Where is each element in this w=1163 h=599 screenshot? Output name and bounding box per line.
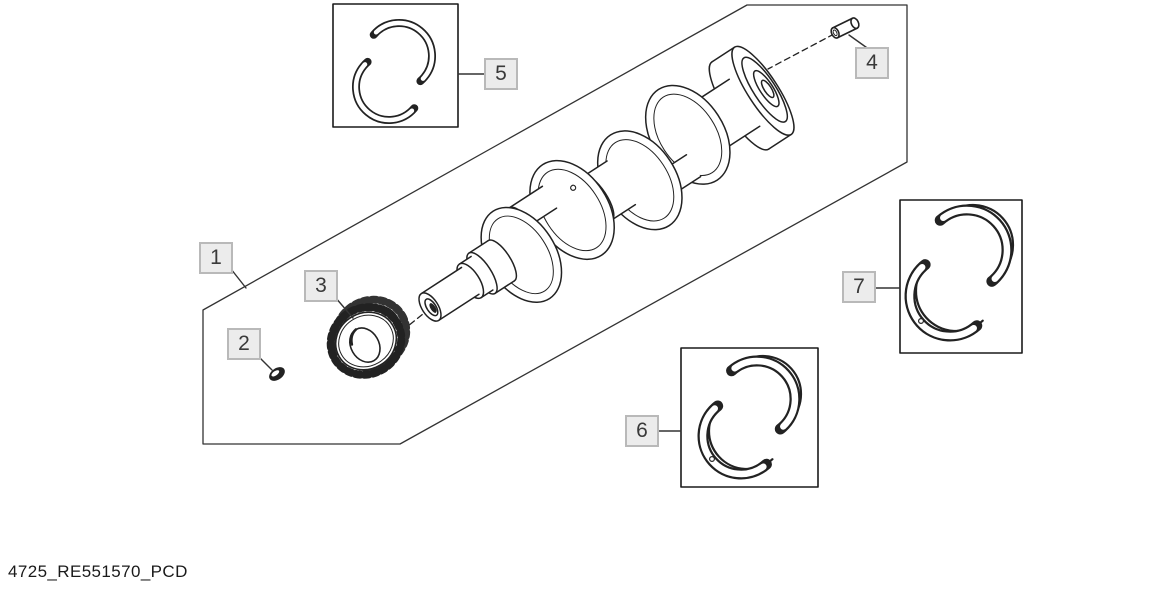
bearing-lower-shell: [904, 249, 998, 342]
callout-4[interactable]: 4: [855, 47, 889, 79]
thrust-washer-pair-drawing: [332, 3, 459, 128]
callout-3[interactable]: 3: [304, 270, 338, 302]
woodruff-key-drawing: [269, 367, 285, 381]
callout-2[interactable]: 2: [227, 328, 261, 360]
bearing-upper-shell: [921, 203, 1015, 296]
callout-6[interactable]: 6: [625, 415, 659, 447]
callout-1[interactable]: 1: [199, 242, 233, 274]
crankshaft-drawing: [418, 45, 795, 322]
callout-7[interactable]: 7: [842, 271, 876, 303]
callout-5[interactable]: 5: [484, 58, 518, 90]
crankshaft-counterweight: [529, 159, 615, 261]
main-bearing-halves-drawing-7: [899, 199, 1023, 354]
thrust-washer-lower: [352, 50, 426, 124]
bearing-lower-shell: [697, 391, 787, 480]
dowel-pin-drawing: [830, 17, 860, 39]
assembly-outline: [202, 4, 908, 445]
crankshaft-nose: [418, 266, 480, 322]
timing-gear-drawing: [326, 295, 411, 379]
thrust-washer-upper: [361, 19, 436, 93]
main-bearing-halves-drawing-6: [680, 347, 819, 488]
bearing-upper-shell: [713, 354, 803, 443]
drawing-code-label: 4725_RE551570_PCD: [8, 562, 188, 581]
